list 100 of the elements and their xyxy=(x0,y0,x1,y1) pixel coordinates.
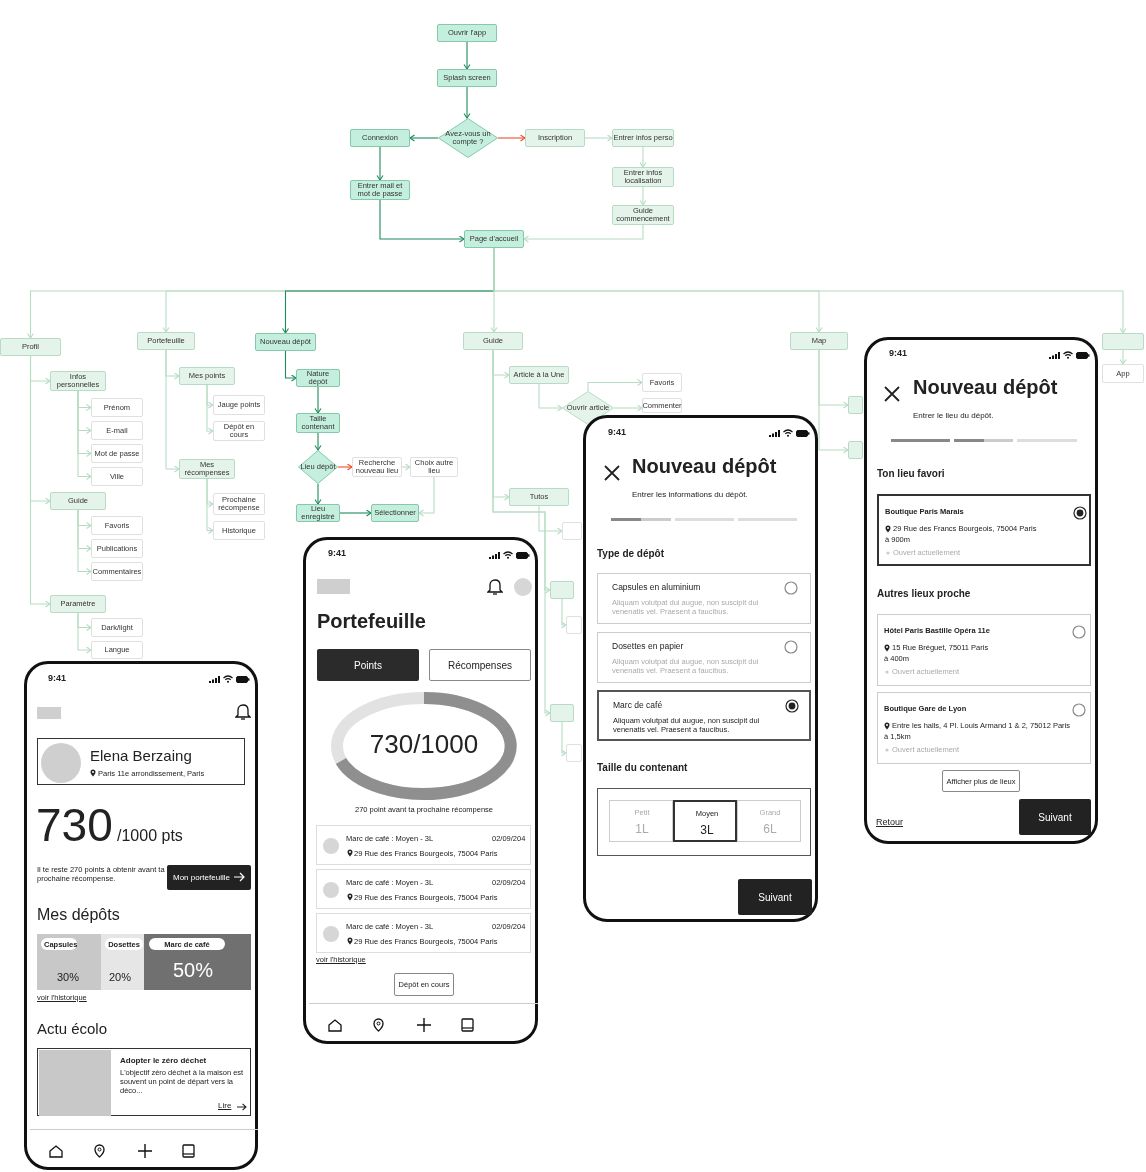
option-card xyxy=(597,632,811,683)
section-heading: Actu écolo xyxy=(37,1020,108,1038)
process-box xyxy=(566,744,582,762)
arrow xyxy=(818,349,849,454)
size-option xyxy=(609,800,673,842)
process-box xyxy=(1102,333,1144,350)
button: Mon portefeuille xyxy=(167,865,251,890)
percentage-label: 30% xyxy=(57,971,80,985)
arrow xyxy=(401,463,411,471)
read-link: Lire xyxy=(218,1101,232,1111)
back-link: Retour xyxy=(876,817,903,828)
process-box xyxy=(91,539,143,558)
process-box xyxy=(437,69,497,87)
arrow xyxy=(639,146,647,168)
status-time: 9:41 xyxy=(328,548,346,559)
chart-segment xyxy=(101,934,144,990)
process-box xyxy=(0,338,61,356)
process-box xyxy=(437,24,497,42)
option-title: Marc de café xyxy=(613,700,663,711)
size-option xyxy=(673,800,737,842)
screen-subtitle: Entrer le lieu du dépôt. xyxy=(913,411,994,421)
arrow xyxy=(77,509,92,576)
arrow xyxy=(165,349,180,473)
process-box xyxy=(464,230,524,248)
arrow xyxy=(463,86,471,119)
size-option xyxy=(737,800,801,842)
option-card xyxy=(597,690,811,741)
phone-screen xyxy=(24,661,258,1170)
arrow xyxy=(560,598,567,629)
size-value: 1L xyxy=(634,822,650,837)
button: Suivant xyxy=(1019,799,1091,835)
tab: Points xyxy=(317,649,419,681)
arrow xyxy=(560,721,567,757)
option-title: Dosettes en papier xyxy=(612,641,684,652)
arrow xyxy=(587,378,643,392)
process-box xyxy=(91,421,143,440)
process-box xyxy=(350,129,410,147)
place-card xyxy=(877,614,1091,686)
process-box xyxy=(137,332,195,350)
process-box xyxy=(91,398,143,417)
section-heading: Ton lieu favori xyxy=(877,468,945,480)
process-box xyxy=(525,129,585,147)
article-card xyxy=(37,1048,251,1116)
arrow xyxy=(538,383,563,412)
process-box xyxy=(179,367,235,385)
points-value: 730 xyxy=(36,798,113,853)
process-box xyxy=(50,371,106,391)
arrow xyxy=(77,390,92,481)
screen-subtitle: Entrer les informations du dépôt. xyxy=(632,490,748,500)
status-time: 9:41 xyxy=(48,673,66,684)
chart-segment xyxy=(37,934,101,990)
status-time: 9:41 xyxy=(889,348,907,359)
process-box xyxy=(1102,364,1144,383)
screen-title: Nouveau dépôt xyxy=(913,375,1058,399)
process-box xyxy=(848,441,863,459)
process-box xyxy=(91,516,143,535)
arrow xyxy=(339,509,372,517)
process-box xyxy=(550,581,574,599)
percentage-label: 20% xyxy=(109,971,132,985)
arrow xyxy=(314,386,322,414)
arrow xyxy=(376,146,384,181)
screen-title: Nouveau dépôt xyxy=(632,454,777,478)
arrow xyxy=(337,463,353,471)
status-time: 9:41 xyxy=(608,427,626,438)
process-box xyxy=(50,595,106,613)
arrow xyxy=(463,41,471,70)
place-card xyxy=(877,494,1091,566)
process-box xyxy=(91,618,143,637)
gauge-value: 730/1000 xyxy=(368,729,480,761)
arrow xyxy=(379,199,465,243)
option-title: Capsules en aluminium xyxy=(612,582,701,593)
article-title: Adopter le zéro déchet xyxy=(120,1056,207,1066)
phone-screen xyxy=(303,537,538,1044)
list-item xyxy=(316,869,531,909)
profile-name: Elena Berzaing xyxy=(90,747,192,765)
process-box xyxy=(463,332,523,350)
arrow xyxy=(77,612,92,654)
process-box xyxy=(213,421,265,441)
section-heading: Taille du contenant xyxy=(597,762,688,774)
process-box xyxy=(848,396,863,414)
list-item xyxy=(316,913,531,953)
arrow xyxy=(284,350,297,382)
process-box xyxy=(509,488,569,506)
arrow xyxy=(314,432,322,451)
process-box xyxy=(91,467,143,486)
process-box xyxy=(50,492,106,510)
arrow xyxy=(493,247,1127,334)
process-box xyxy=(566,616,582,634)
tab: Récompenses xyxy=(429,649,531,681)
size-value: 6L xyxy=(762,822,778,837)
process-box xyxy=(296,504,340,522)
size-value: 3L xyxy=(699,823,715,838)
section-heading: Mes dépôts xyxy=(37,905,120,925)
arrow xyxy=(206,384,214,435)
process-box xyxy=(213,521,265,540)
process-box xyxy=(296,369,340,387)
phone-screen xyxy=(864,337,1098,844)
arrow xyxy=(538,505,563,535)
decision-diamond xyxy=(298,450,338,484)
chart-segment xyxy=(144,934,251,990)
